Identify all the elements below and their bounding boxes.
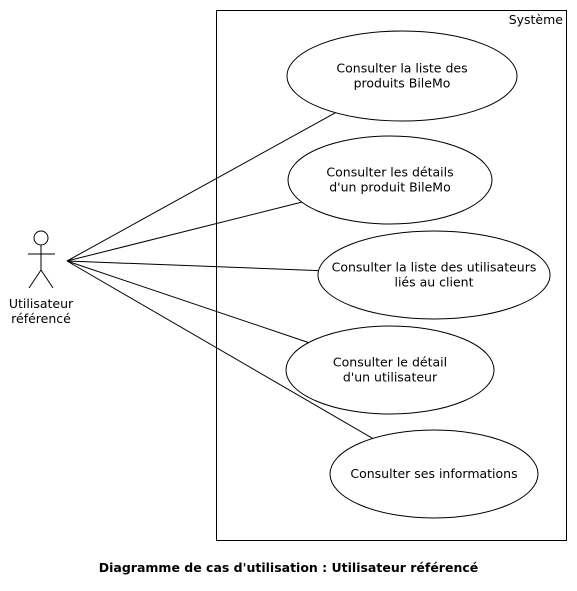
association-line-2	[66, 201, 302, 262]
use-case-ellipse	[286, 30, 518, 122]
association-line-3	[66, 260, 319, 272]
use-case-ellipse	[329, 429, 539, 519]
use-case-label-line: Consulter les détails	[326, 165, 453, 180]
use-case-label-line: produits BileMo	[354, 76, 451, 91]
actor-label-line-2: référencé	[11, 311, 71, 326]
use-case-label-line: Consulter ses informations	[350, 466, 517, 481]
use-case-ellipse	[287, 135, 493, 225]
association-line-5	[66, 260, 373, 439]
use-case-ellipse	[317, 230, 551, 320]
use-case-label-line: liés au client	[394, 275, 473, 290]
system-label: Système	[509, 12, 564, 27]
association-line-4	[66, 260, 309, 344]
use-case-5[interactable]: Consulter ses informations	[329, 429, 539, 519]
association-line-1	[66, 112, 336, 262]
use-case-label-line: d'un utilisateur	[343, 370, 438, 385]
use-case-label-line: Consulter le détail	[333, 355, 447, 370]
use-case-label-line: Consulter la liste des utilisateurs	[332, 260, 537, 275]
system-boundary	[216, 10, 567, 541]
use-case-ellipse	[285, 325, 495, 415]
use-case-label-line: Consulter la liste des	[336, 61, 467, 76]
use-case-label-line: d'un produit BileMo	[329, 180, 450, 195]
actor-icon	[28, 230, 55, 289]
diagram-caption: Diagramme de cas d'utilisation : Utilisa…	[98, 560, 479, 575]
actor-label-line-1: Utilisateur	[9, 296, 74, 311]
use-case-3[interactable]: Consulter la liste des utilisateursliés …	[317, 230, 551, 320]
